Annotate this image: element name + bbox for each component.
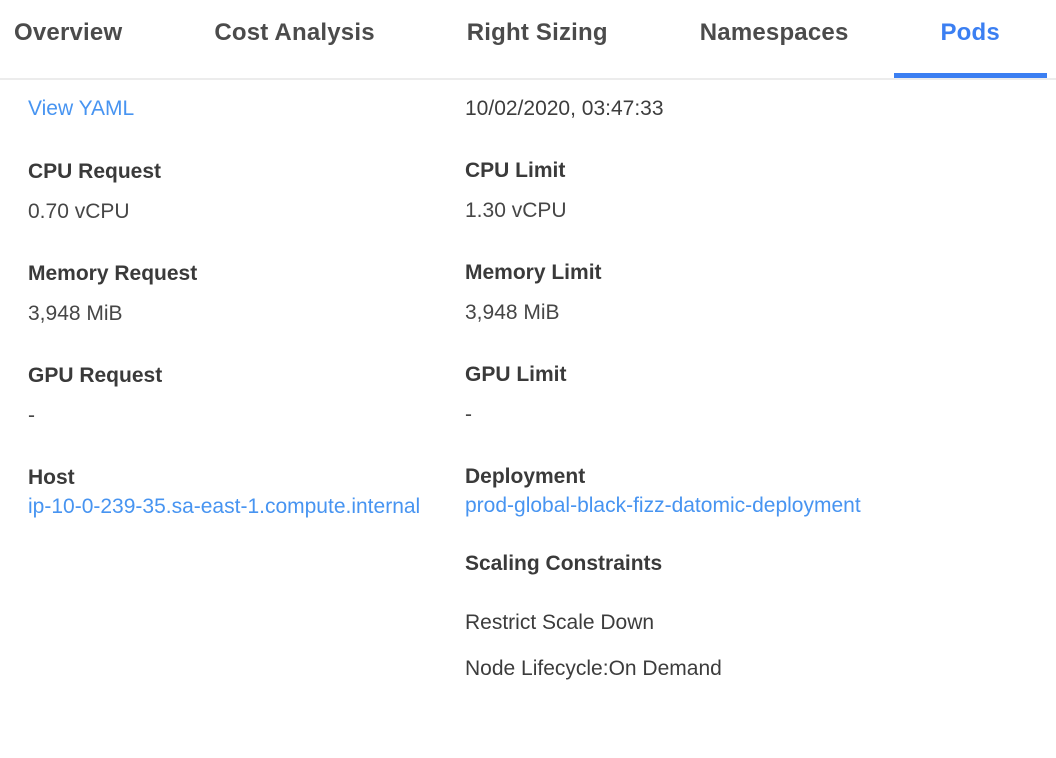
field-label: Memory Limit bbox=[465, 261, 602, 284]
field-deployment: Deployment prod-global-black-fizz-datomi… bbox=[465, 463, 1056, 521]
field-label: CPU Limit bbox=[465, 159, 566, 182]
field-gpu-request: GPU Request - bbox=[28, 362, 465, 430]
pod-details-panel: View YAML CPU Request 0.70 vCPU Memory R… bbox=[0, 80, 1056, 683]
tab-list: Overview Cost Analysis Right Sizing Name… bbox=[0, 0, 1056, 47]
last-updated-timestamp: 10/02/2020, 03:47:33 bbox=[465, 97, 664, 120]
field-label: CPU Request bbox=[28, 160, 162, 183]
active-tab-indicator bbox=[894, 73, 1047, 78]
view-yaml-link[interactable]: View YAML bbox=[28, 97, 135, 120]
field-label: Host bbox=[28, 466, 75, 489]
field-value: 3,948 MiB bbox=[28, 302, 123, 325]
field-label: Memory Request bbox=[28, 262, 198, 285]
field-host: Host ip-10-0-239-35.sa-east-1.compute.in… bbox=[28, 464, 465, 522]
tab-overview[interactable]: Overview bbox=[14, 19, 123, 46]
tab-pods[interactable]: Pods bbox=[940, 19, 1000, 46]
scaling-constraint-item: Node Lifecycle:On Demand bbox=[465, 657, 722, 680]
details-right-column: 10/02/2020, 03:47:33 CPU Limit 1.30 vCPU… bbox=[465, 95, 1056, 683]
details-left-column: View YAML CPU Request 0.70 vCPU Memory R… bbox=[28, 95, 465, 683]
field-gpu-limit: GPU Limit - bbox=[465, 361, 1056, 429]
tab-bar: Overview Cost Analysis Right Sizing Name… bbox=[0, 0, 1056, 80]
field-value: 0.70 vCPU bbox=[28, 200, 130, 223]
field-cpu-limit: CPU Limit 1.30 vCPU bbox=[465, 157, 1056, 225]
field-label: Deployment bbox=[465, 465, 586, 488]
field-value: - bbox=[465, 403, 472, 426]
field-value: 3,948 MiB bbox=[465, 301, 560, 324]
field-memory-limit: Memory Limit 3,948 MiB bbox=[465, 259, 1056, 327]
host-link[interactable]: ip-10-0-239-35.sa-east-1.compute.interna… bbox=[28, 495, 421, 518]
tab-cost-analysis[interactable]: Cost Analysis bbox=[214, 19, 375, 46]
field-value: 1.30 vCPU bbox=[465, 199, 567, 222]
tab-namespaces[interactable]: Namespaces bbox=[699, 19, 849, 46]
deployment-link[interactable]: prod-global-black-fizz-datomic-deploymen… bbox=[465, 494, 861, 517]
scaling-constraint-item: Restrict Scale Down bbox=[465, 611, 655, 634]
field-value: - bbox=[28, 404, 35, 427]
field-label: GPU Limit bbox=[465, 363, 567, 386]
field-memory-request: Memory Request 3,948 MiB bbox=[28, 260, 465, 328]
tab-right-sizing[interactable]: Right Sizing bbox=[466, 19, 608, 46]
scaling-constraints-label: Scaling Constraints bbox=[465, 552, 663, 575]
field-cpu-request: CPU Request 0.70 vCPU bbox=[28, 158, 465, 226]
field-label: GPU Request bbox=[28, 364, 163, 387]
